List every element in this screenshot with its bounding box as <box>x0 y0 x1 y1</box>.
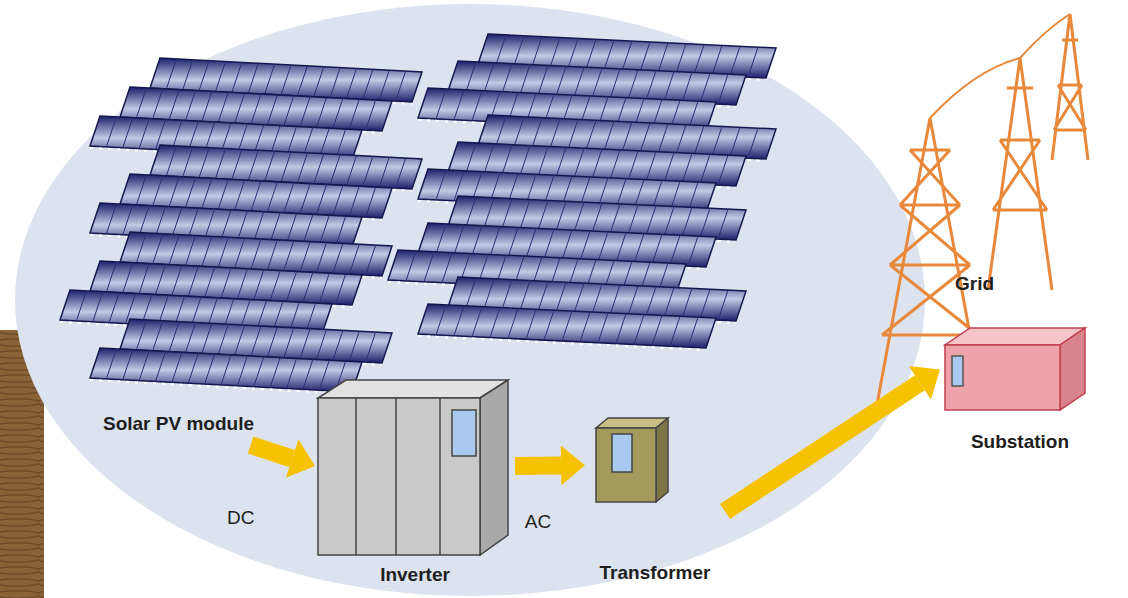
plant-area <box>15 4 925 596</box>
transformer-box <box>596 418 668 502</box>
flow-arrow <box>251 440 315 478</box>
transformer: Transformer <box>585 410 725 588</box>
node-label: Solar PV module <box>103 413 254 435</box>
grid: Grid <box>895 15 1110 315</box>
node-label: Transformer <box>600 562 711 584</box>
solar-panels <box>60 34 776 394</box>
current-label: DC <box>227 507 254 529</box>
substation-building <box>945 328 1085 410</box>
node-label: Grid <box>955 273 994 295</box>
node-label: Inverter <box>380 564 450 586</box>
substation: Substation <box>940 325 1100 460</box>
inverter: Inverter <box>315 380 515 590</box>
flow-arrow <box>725 366 940 511</box>
transmission-towers <box>876 14 1088 410</box>
node-label: Substation <box>971 431 1069 453</box>
pv-array: Solar PV module <box>85 25 775 445</box>
inverter-cabinet <box>318 380 508 555</box>
current-label: AC <box>525 511 551 533</box>
flow-arrow <box>515 445 585 485</box>
